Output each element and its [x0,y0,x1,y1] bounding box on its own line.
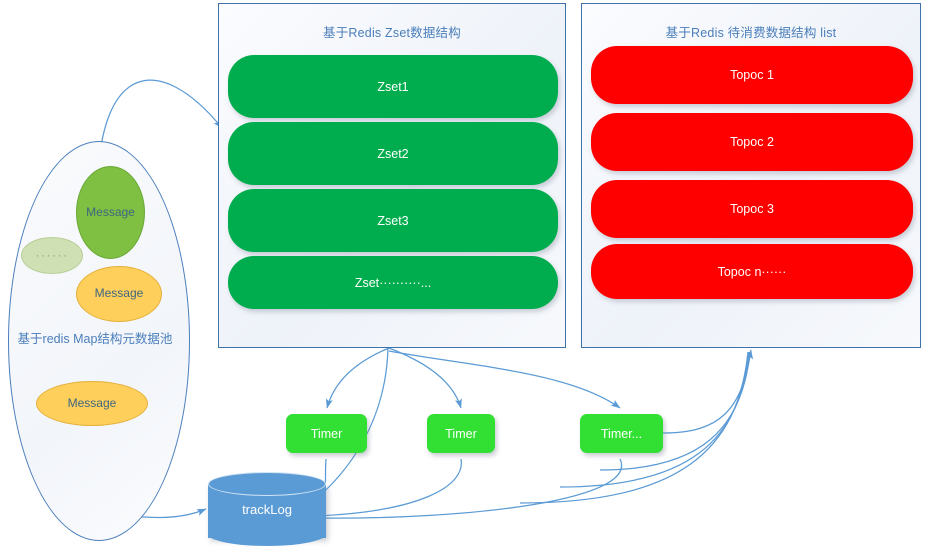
message-node-amber[interactable]: Message [36,381,148,426]
zset-panel: 基于Redis Zset数据结构 Zset1 Zset2 Zset3 Zset·… [218,3,566,348]
arrow-timer2-to-tracklog [313,458,462,520]
arrow-zset-to-timer-2 [388,347,462,409]
message-node-label: Message [67,395,117,410]
timer-box[interactable]: Timer [427,414,495,453]
cylinder-top [208,472,326,496]
arrow-zset-to-timer-3 [388,350,621,409]
timer-box[interactable]: Timer... [580,414,663,453]
zset-row[interactable]: Zset2 [228,122,558,185]
zset-row[interactable]: Zset··········... [228,256,558,309]
tracklog-store[interactable]: trackLog [208,472,326,550]
arrow-zset-to-timer-1 [325,347,390,409]
message-node-label: Message [94,286,144,301]
message-node-amber[interactable]: Message [76,266,162,322]
topic-row[interactable]: Topoc 1 [591,46,913,104]
topic-row[interactable]: Topoc 3 [591,180,913,238]
message-node-ellipsis[interactable]: ······ [21,237,83,274]
topic-list-panel: 基于Redis 待消费数据结构 list Topoc 1 Topoc 2 Top… [581,3,921,348]
metadata-pool-label: 基于redis Map结构元数据池 [17,332,173,346]
topic-row[interactable]: Topoc n······ [591,244,913,299]
message-node-green[interactable]: Message [76,166,145,259]
cylinder-bottom [208,522,326,546]
arrow-timer3-to-topic [662,349,754,434]
topic-row[interactable]: Topoc 2 [591,113,913,171]
timer-box[interactable]: Timer [286,414,367,453]
zset-panel-title: 基于Redis Zset数据结构 [323,26,461,40]
arrow-timer3-to-tracklog [313,458,623,522]
tracklog-label: trackLog [242,502,292,517]
message-node-label: ······ [35,247,69,262]
topic-panel-title: 基于Redis 待消费数据结构 list [665,26,837,40]
message-node-label: Message [86,204,135,219]
zset-row[interactable]: Zset1 [228,55,558,118]
zset-row[interactable]: Zset3 [228,189,558,252]
